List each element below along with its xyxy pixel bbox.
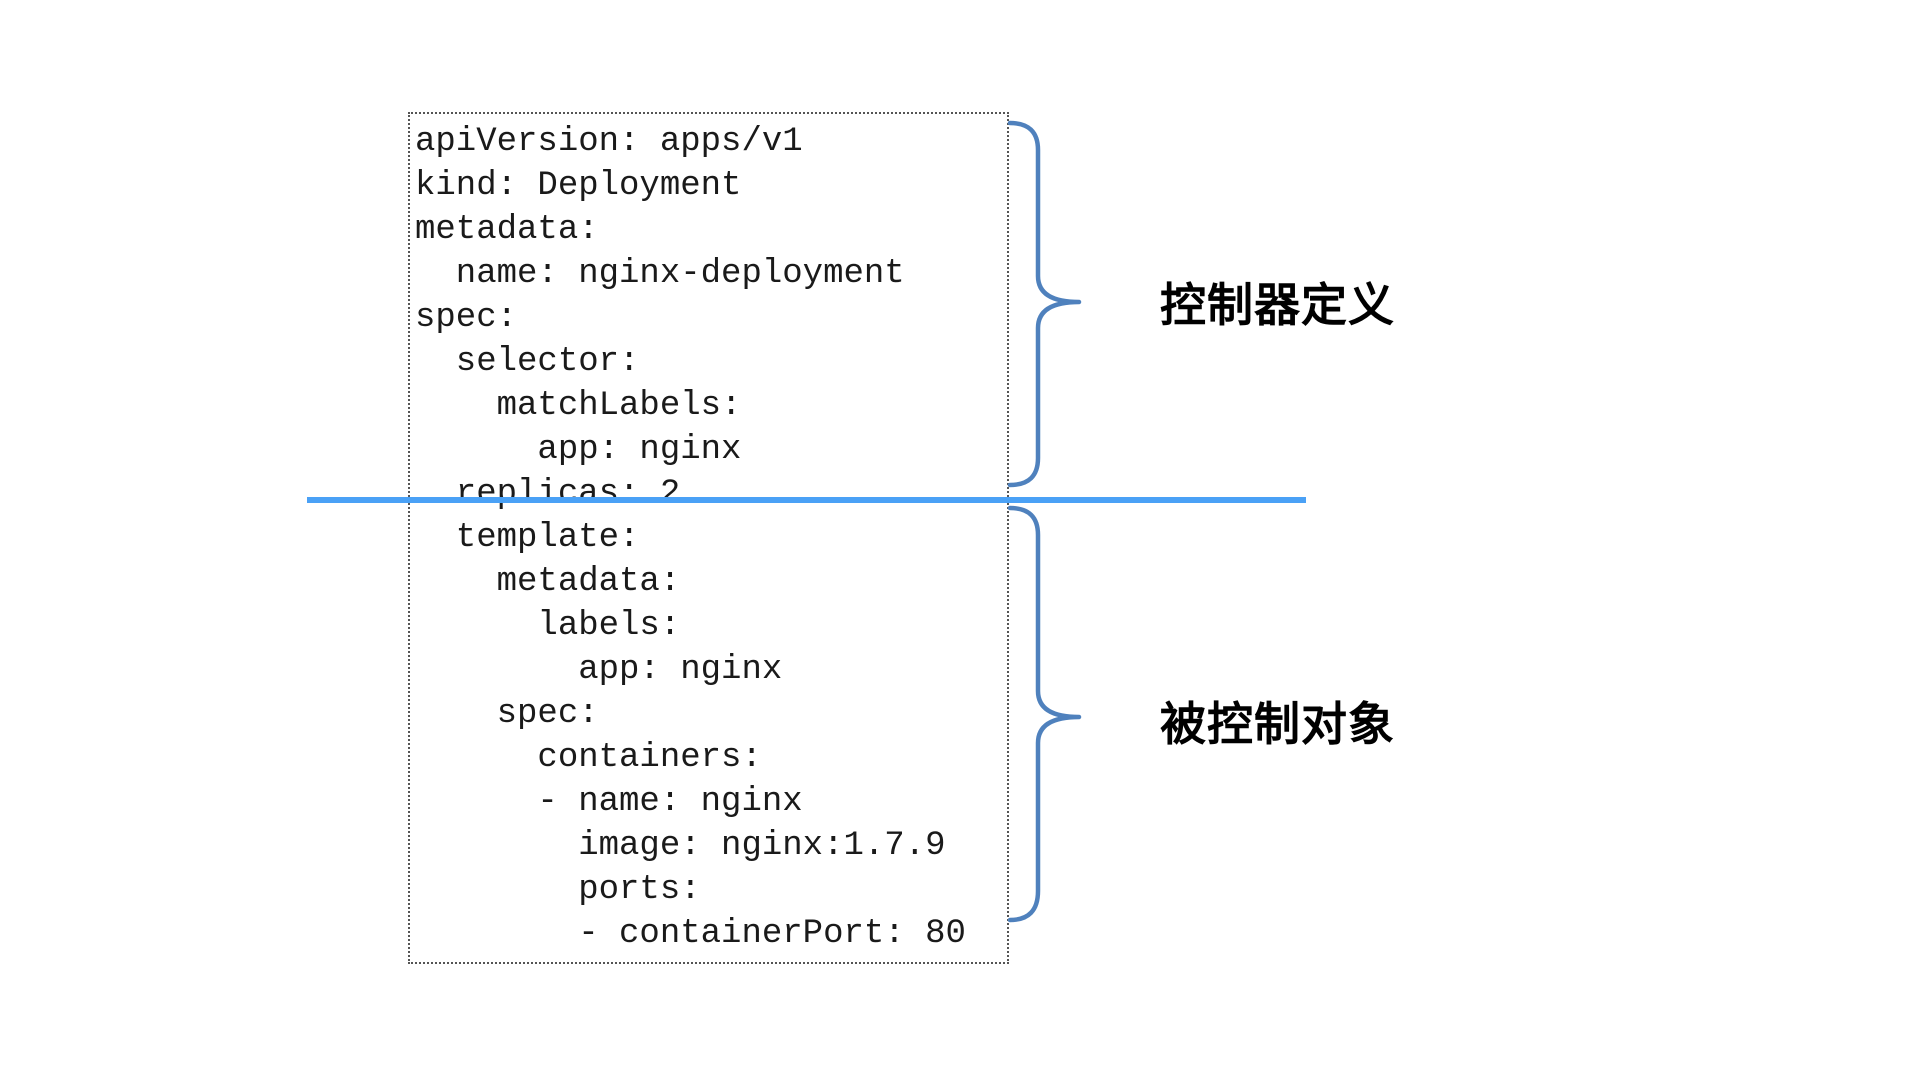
curly-brace-path [1007,505,1082,923]
curly-brace-path [1007,120,1082,488]
section-divider-line [307,497,1306,503]
yaml-code-box: apiVersion: apps/v1 kind: Deployment met… [408,112,1009,964]
controlled-object-brace-icon [1007,505,1082,923]
yaml-code: apiVersion: apps/v1 kind: Deployment met… [415,123,966,953]
controller-definition-label: 控制器定义 [1160,279,1395,331]
controller-definition-brace-icon [1007,120,1082,488]
controlled-object-label: 被控制对象 [1160,698,1395,750]
